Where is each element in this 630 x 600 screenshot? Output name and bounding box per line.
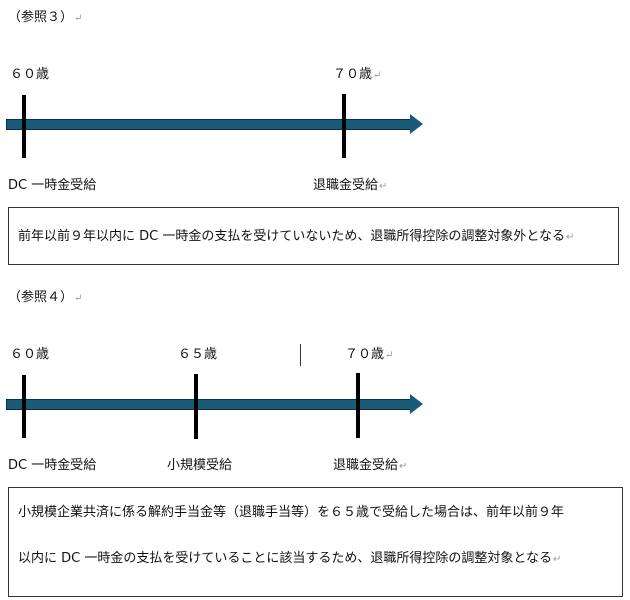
heading-text: （参照４）: [8, 290, 74, 305]
ref3-event-retire: 退職金受給↵: [313, 178, 387, 195]
ref4-tick-65: [194, 374, 198, 439]
ref4-age-60: ６０歳: [10, 347, 50, 362]
ref4-event-retire: 退職金受給↵: [333, 458, 407, 475]
heading-text: （参照３）: [8, 10, 74, 25]
ref4-event-small: 小規模受給: [167, 458, 233, 473]
paragraph-mark: ↵: [373, 70, 382, 81]
ref3-age-70: ７０歳↵: [333, 67, 381, 84]
ref4-timeline-arrow: [6, 399, 412, 410]
ref3-tick-70: [342, 94, 346, 158]
ref3-arrowhead: [410, 114, 423, 134]
ref4-age-70: ７０歳↵: [345, 347, 393, 364]
ref4-divider-line: [300, 344, 301, 366]
paragraph-mark: ↵: [74, 293, 83, 304]
ref4-note-box: 小規模企業共済に係る解約手当金等（退職手当等）を６５歳で受給した場合は、前年以前…: [8, 487, 623, 597]
ref4-arrowhead: [410, 394, 423, 414]
paragraph-mark: ↵: [399, 461, 408, 472]
age-text: ７０歳: [345, 347, 385, 362]
ref4-tick-60: [22, 375, 26, 438]
ref4-tick-70: [356, 373, 360, 438]
event-text: 退職金受給: [313, 178, 379, 193]
note-text: 以内に DC 一時金の支払を受けていることに該当するため、退職所得控除の調整対象…: [18, 551, 552, 566]
paragraph-mark: ↵: [385, 350, 394, 361]
paragraph-mark: ↵: [565, 232, 575, 243]
paragraph-mark: ↵: [74, 13, 83, 24]
paragraph-mark: ↵: [379, 181, 388, 192]
ref3-tick-60: [22, 95, 26, 158]
event-text: 退職金受給: [333, 458, 399, 473]
ref3-note-box: 前年以前９年以内に DC 一時金の支払を受けていないため、退職所得控除の調整対象…: [8, 207, 619, 265]
ref4-event-dc: DC 一時金受給: [8, 458, 97, 473]
ref3-event-dc: DC 一時金受給: [8, 178, 97, 193]
ref3-note: 前年以前９年以内に DC 一時金の支払を受けていないため、退職所得控除の調整対象…: [18, 229, 574, 246]
ref4-note-line-2: 以内に DC 一時金の支払を受けていることに該当するため、退職所得控除の調整対象…: [18, 551, 561, 568]
ref3-timeline-arrow: [6, 119, 412, 130]
ref4-note-line-1: 小規模企業共済に係る解約手当金等（退職手当等）を６５歳で受給した場合は、前年以前…: [18, 505, 565, 520]
ref3-age-60: ６０歳: [10, 67, 50, 82]
ref4-age-65: ６５歳: [178, 347, 218, 362]
paragraph-mark: ↵: [552, 554, 562, 565]
age-text: ７０歳: [333, 67, 373, 82]
ref4-heading: （参照４）↵: [8, 290, 82, 307]
note-text: 前年以前９年以内に DC 一時金の支払を受けていないため、退職所得控除の調整対象…: [18, 229, 565, 244]
ref3-heading: （参照３）↵: [8, 10, 82, 27]
